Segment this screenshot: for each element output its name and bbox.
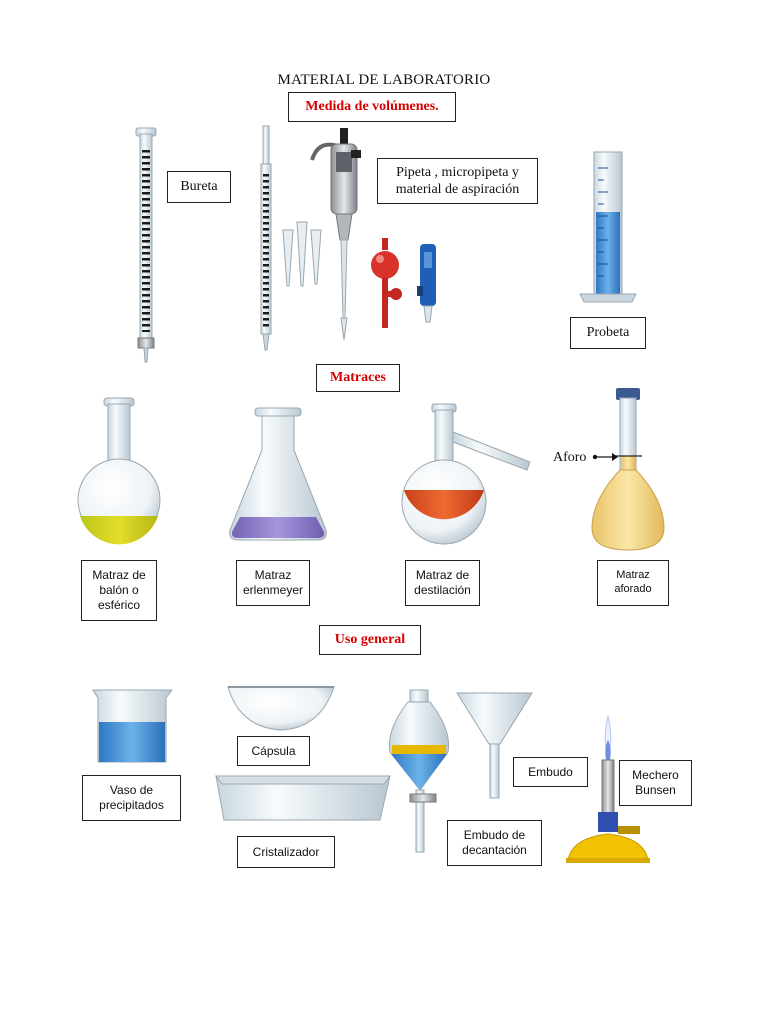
separatory-funnel-icon	[388, 689, 450, 853]
label-aforo: Aforo	[553, 450, 587, 465]
erlenmeyer-flask-icon	[229, 407, 327, 541]
pipette-filler-icon	[417, 244, 436, 323]
aforo-arrow-icon	[592, 453, 618, 461]
label-bureta: Bureta	[167, 171, 231, 203]
section-general: Uso general	[319, 625, 421, 655]
pipette-bulb-icon	[371, 238, 402, 328]
bunsen-burner-icon	[566, 715, 650, 863]
section-volumes: Medida de volúmenes.	[288, 92, 456, 122]
evaporating-dish-icon	[227, 686, 335, 731]
distillation-flask-icon	[401, 403, 531, 545]
graduated-pipette-icon	[260, 125, 272, 351]
micropipette-icon	[310, 128, 361, 341]
section-flasks: Matraces	[316, 364, 400, 392]
label-probeta: Probeta	[570, 317, 646, 349]
graduated-cylinder-icon	[579, 151, 637, 303]
funnel-icon	[456, 692, 533, 799]
label-cristalizador: Cristalizador	[237, 836, 335, 868]
pipette-tips-icon	[282, 221, 322, 287]
round-bottom-flask-icon	[77, 397, 161, 545]
burette-icon	[135, 127, 157, 363]
volumetric-flask-icon	[591, 388, 665, 551]
crystallizing-dish-icon	[215, 775, 391, 821]
label-embudo: Embudo	[513, 757, 588, 787]
beaker-icon	[92, 689, 173, 763]
page-title: MATERIAL DE LABORATORIO	[277, 72, 491, 88]
label-capsula: Cápsula	[237, 736, 310, 766]
